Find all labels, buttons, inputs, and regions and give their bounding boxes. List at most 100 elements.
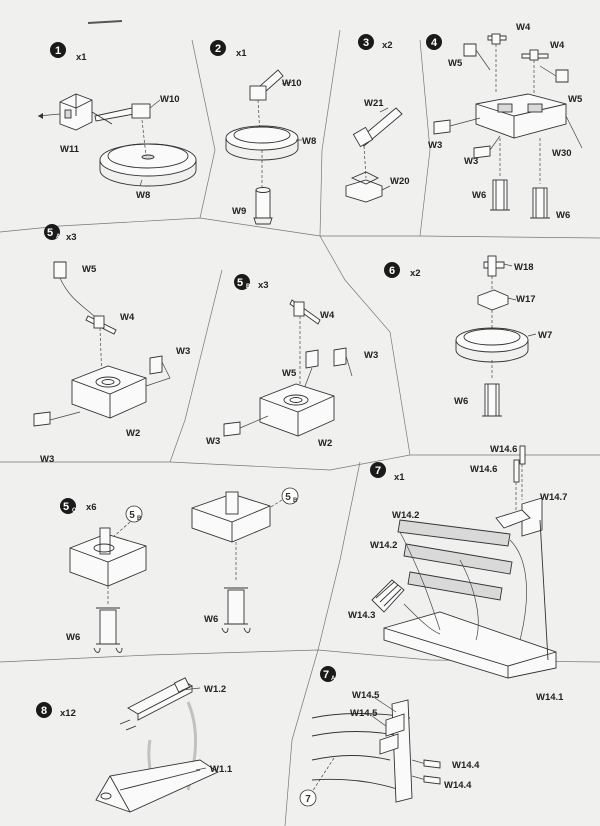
part-label-w17: W17 (516, 294, 536, 305)
step-badge-5a (44, 224, 60, 240)
step-quantity: x1 (236, 48, 247, 59)
step-quantity: x12 (60, 708, 76, 719)
part-label-w14-6: W14.6 (490, 444, 517, 455)
part-label-w5: W5 (82, 264, 97, 275)
step-number: 3 (363, 37, 369, 49)
part-label-w2: W2 (318, 438, 332, 449)
part-label-w8: W8 (302, 136, 316, 147)
step-number: 8 (41, 705, 47, 717)
part-label-w3: W3 (40, 454, 54, 465)
step-3: 3 x2 W21 W20 (345, 34, 410, 203)
part-label-w21: W21 (364, 98, 384, 109)
reference-badge (125, 505, 143, 523)
reference-badge (299, 789, 317, 807)
step-5b: 5 B x3 W4 W3 W5 W3 W2 (206, 274, 378, 449)
step-badge-2 (210, 40, 226, 56)
reference-step: 5 (285, 492, 291, 503)
part-label-w20: W20 (390, 176, 410, 187)
step-7: 7 x1 W14.6 W14.6 W14.7 W14.2 W14.2 W14.3… (348, 444, 567, 703)
step-quantity: x2 (382, 40, 393, 51)
part-label-w14-5: W14.5 (350, 708, 378, 719)
reference-badge (281, 487, 299, 505)
part-label-w4: W4 (320, 310, 335, 321)
step-number: 4 (431, 37, 438, 49)
part-label-w1-2: W1.2 (204, 684, 226, 695)
step-number: 5 (63, 501, 69, 513)
part-label-w3: W3 (176, 346, 190, 357)
step-7a: 7 A 7 W14.5 W14.5 W14.4 W14.4 (299, 666, 480, 807)
part-label-w3: W3 (206, 436, 220, 447)
part-label-w14-4: W14.4 (452, 760, 480, 771)
step-quantity: x6 (86, 502, 97, 513)
step-quantity: x2 (410, 268, 421, 279)
part-label-w1-1: W1.1 (210, 764, 233, 775)
part-label-w14-5: W14.5 (352, 690, 380, 701)
step-quantity: x1 (394, 472, 405, 483)
step-4: 4 W4 W4 W5 W5 W3 W3 (426, 22, 583, 221)
part-label-w6: W6 (556, 210, 570, 221)
step-badge-5c (60, 498, 76, 514)
step-quantity: x3 (258, 280, 269, 291)
part-label-w4: W4 (550, 40, 565, 51)
part-label-w6: W6 (454, 396, 468, 407)
step-1: 1 x1 W11 W10 W8 (37, 42, 197, 201)
step-quantity: x3 (66, 232, 77, 243)
part-label-w14-2: W14.2 (392, 510, 419, 521)
step-sub-letter: B (246, 284, 251, 290)
part-label-w3: W3 (364, 350, 378, 361)
part-label-w6: W6 (66, 632, 80, 643)
step-5a: 5 A x3 W5 W4 W3 W2 W3 (33, 224, 190, 465)
reference-step: 5 (129, 510, 135, 521)
step-badge-1 (50, 42, 66, 58)
part-label-w10: W10 (160, 94, 180, 105)
step-number: 7 (375, 465, 381, 477)
step-sub-letter: A (56, 234, 61, 240)
part-label-w14-3: W14.3 (348, 610, 375, 621)
step-badge-7a (320, 666, 336, 682)
part-label-w6: W6 (204, 614, 218, 625)
step-number: 5 (47, 227, 53, 239)
step-quantity: x1 (76, 52, 87, 63)
step-number: 2 (215, 43, 221, 55)
step-sub-letter: A (331, 676, 336, 682)
part-label-w11: W11 (60, 144, 80, 155)
part-label-w3: W3 (464, 156, 478, 167)
part-label-w4: W4 (516, 22, 531, 33)
part-label-w5: W5 (448, 58, 463, 69)
part-label-w4: W4 (120, 312, 135, 323)
reference-sub: B (137, 516, 142, 522)
step-8: 8 x12 W1.2 W1.1 (36, 677, 233, 813)
step-badge-5b (234, 274, 250, 290)
part-label-w30: W30 (552, 148, 572, 159)
step-6: 6 x2 W18 W17 W7 W6 (384, 255, 552, 417)
part-label-w6: W6 (472, 190, 486, 201)
part-label-w14-7: W14.7 (540, 492, 567, 503)
step-2: 2 x1 W10 W8 W9 (210, 40, 316, 225)
step-badge-8 (36, 702, 52, 718)
part-label-w14-2: W14.2 (370, 540, 397, 551)
step-badge-3 (358, 34, 374, 50)
step-sub-letter: C (72, 508, 77, 514)
step-number: 7 (323, 669, 329, 681)
part-label-w14-4: W14.4 (444, 780, 472, 791)
step-badge-6 (384, 262, 400, 278)
step-number: 6 (389, 265, 395, 277)
reference-step: 7 (305, 794, 311, 805)
step-5c: 5 C x6 5 B 5 B W6 W6 (60, 487, 299, 653)
reference-sub: B (293, 498, 298, 504)
part-label-w8: W8 (136, 190, 150, 201)
part-label-w14-1: W14.1 (536, 692, 564, 703)
step-badge-4 (426, 34, 442, 50)
part-label-w2: W2 (126, 428, 140, 439)
step-number: 5 (237, 277, 243, 289)
step-badge-7 (370, 462, 386, 478)
part-label-w14-6: W14.6 (470, 464, 497, 475)
part-label-w18: W18 (514, 262, 534, 273)
print-mark (87, 20, 123, 24)
part-label-w10: W10 (282, 78, 302, 89)
part-label-w5: W5 (282, 368, 297, 379)
step-number: 1 (55, 45, 61, 57)
part-label-w5: W5 (568, 94, 583, 105)
part-label-w7: W7 (538, 330, 552, 341)
